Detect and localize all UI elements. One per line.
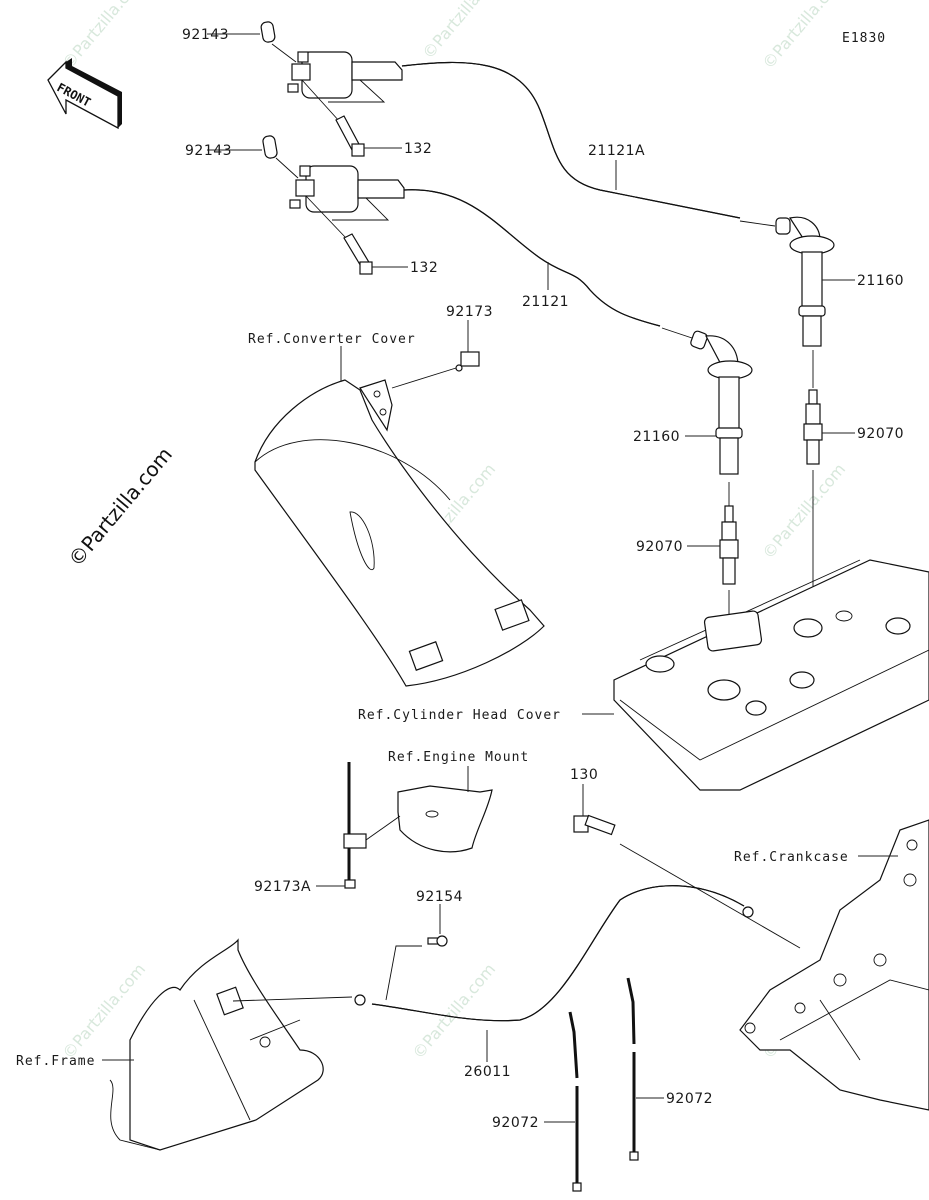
- callout-21121a: 21121A: [588, 143, 645, 159]
- clip-92173[interactable]: [455, 351, 480, 372]
- diagram-code: E1830: [842, 31, 886, 46]
- ht-lead-21121a[interactable]: [401, 61, 741, 219]
- ground-lead-26011[interactable]: [371, 885, 745, 1022]
- callout-132-upper: 132: [404, 141, 432, 157]
- callout-92072-left: 92072: [492, 1115, 539, 1131]
- ref-frame: Ref.Frame: [16, 1054, 95, 1069]
- watermark: ©Partzilla.com: [59, 0, 150, 73]
- ref-engine-mount: Ref.Engine Mount: [388, 750, 529, 765]
- callout-92143-upper: 92143: [182, 27, 229, 43]
- bolt-130[interactable]: [573, 814, 616, 836]
- cylinder-head-cover-reference[interactable]: [613, 559, 929, 791]
- callout-92070-left: 92070: [636, 539, 683, 555]
- watermark: ©Partzilla.com: [419, 0, 510, 63]
- callout-92072-right: 92072: [666, 1091, 713, 1107]
- watermark: ©Partzilla.com: [409, 960, 500, 1063]
- watermark: ©Partzilla.com: [759, 0, 850, 73]
- converter-cover-reference[interactable]: [254, 379, 545, 687]
- callout-21121: 21121: [522, 294, 569, 310]
- callout-92173a: 92173A: [254, 879, 311, 895]
- callout-92154: 92154: [416, 889, 463, 905]
- callout-92173: 92173: [446, 304, 493, 320]
- callout-21160-right: 21160: [857, 273, 904, 289]
- band-clip-92173a[interactable]: [343, 762, 367, 889]
- cable-tie-left[interactable]: [568, 1011, 582, 1192]
- spark-plug-left[interactable]: [719, 505, 739, 585]
- ht-lead-21121a-fill: [401, 61, 741, 219]
- ref-crankcase: Ref.Crankcase: [734, 850, 849, 865]
- cable-tie-right[interactable]: [626, 977, 639, 1161]
- ground-lead-terminal: [354, 994, 366, 1006]
- ignition-coil-upper[interactable]: [260, 21, 403, 157]
- watermark-main: ©Partzilla.com: [63, 442, 177, 571]
- callout-130: 130: [570, 767, 598, 783]
- engine-mount-reference[interactable]: [397, 785, 493, 853]
- front-arrow-icon: FRONT: [47, 58, 122, 130]
- bolt-92154[interactable]: [427, 935, 448, 947]
- frame-reference[interactable]: [109, 938, 324, 1151]
- callout-21160-left: 21160: [633, 429, 680, 445]
- crankcase-reference[interactable]: [739, 819, 929, 1111]
- ground-lead-terminal: [742, 906, 754, 918]
- ground-lead-26011-fill: [371, 885, 745, 1022]
- callout-26011: 26011: [464, 1064, 511, 1080]
- callout-92143-lower: 92143: [185, 143, 232, 159]
- spark-plug-cap-right[interactable]: [775, 216, 835, 347]
- watermark: ©Partzilla.com: [759, 460, 850, 563]
- spark-plug-right[interactable]: [803, 389, 823, 465]
- ref-cylinder-head-cover: Ref.Cylinder Head Cover: [358, 708, 561, 723]
- ref-converter-cover: Ref.Converter Cover: [248, 332, 416, 347]
- callout-132-lower: 132: [410, 260, 438, 276]
- spark-plug-cap-left[interactable]: [690, 330, 753, 475]
- callout-92070-right: 92070: [857, 426, 904, 442]
- ignition-coil-lower[interactable]: [262, 135, 405, 275]
- ht-lead-21121-fill: [403, 189, 661, 327]
